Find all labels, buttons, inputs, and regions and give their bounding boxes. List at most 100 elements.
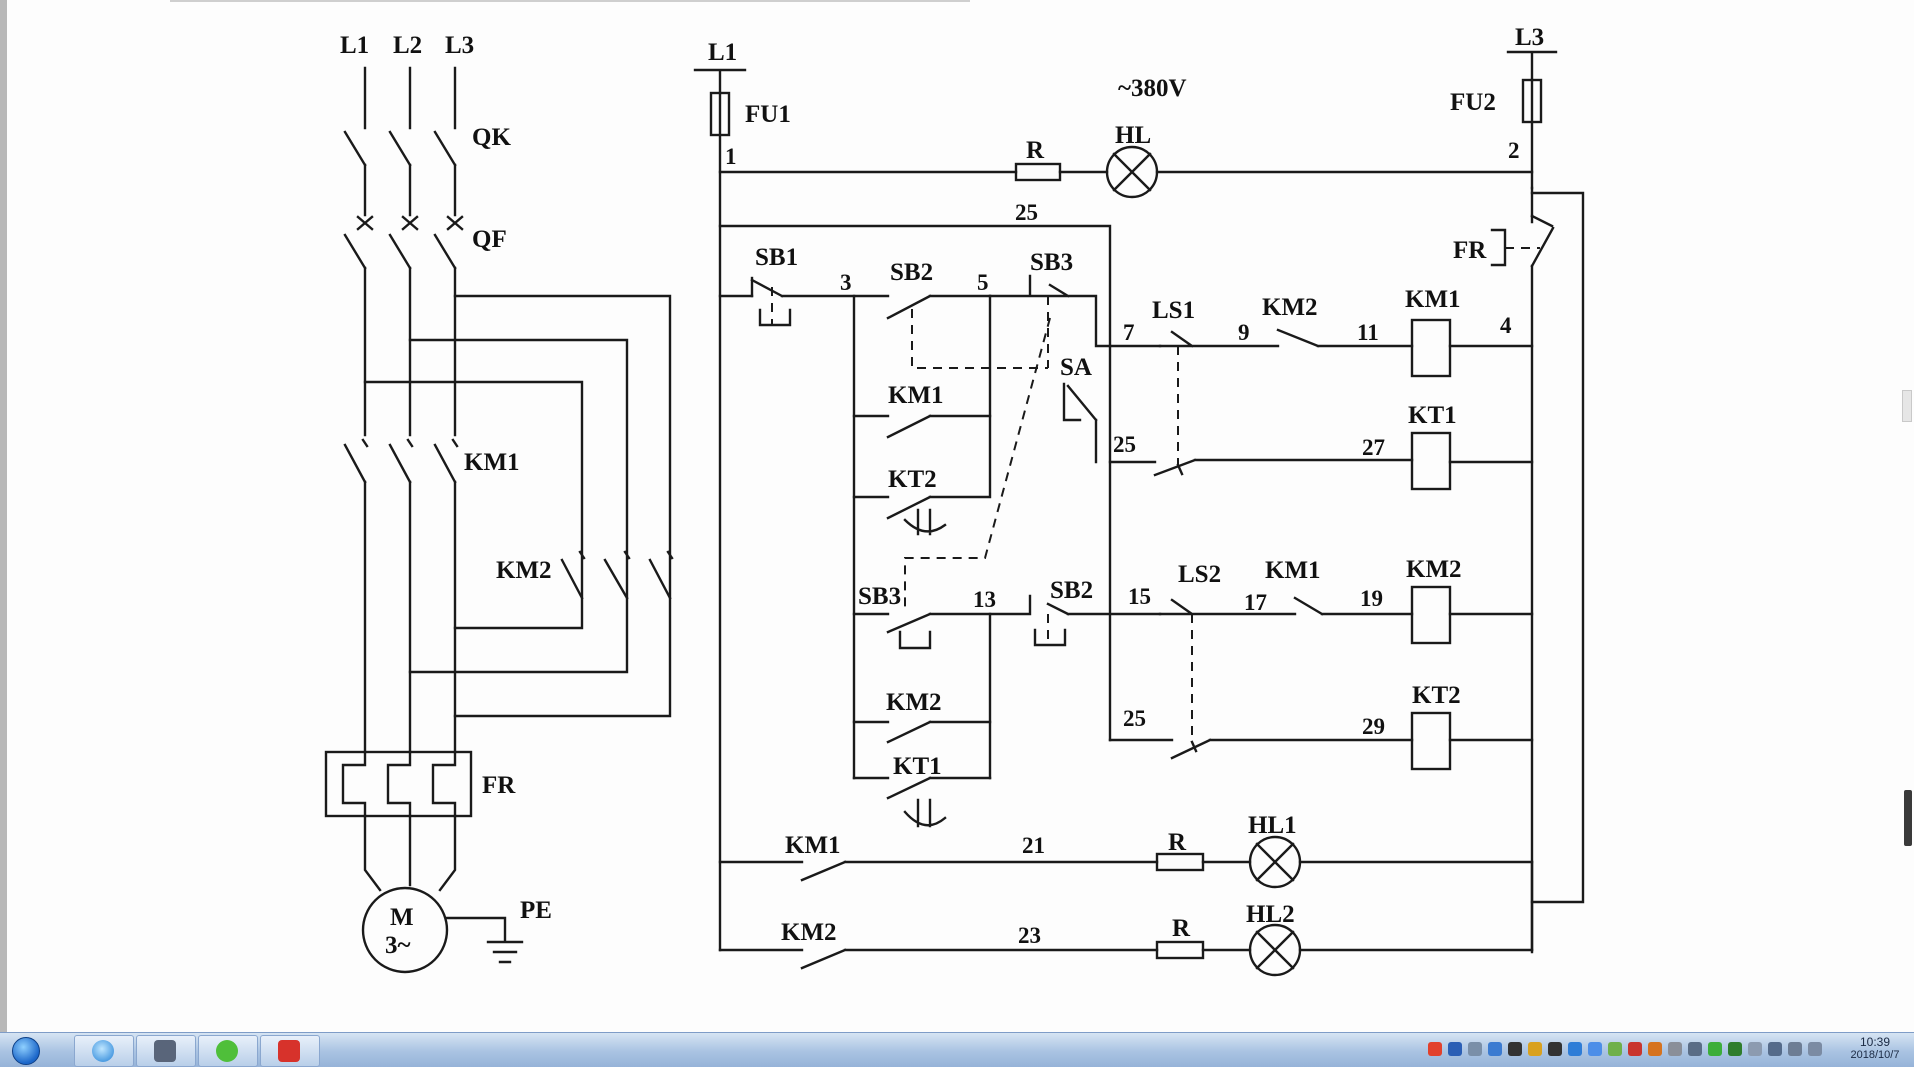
label-n3: 3 [840, 270, 852, 295]
scrollbar-thumb-top[interactable] [1902, 390, 1912, 422]
label-pe: PE [520, 897, 552, 924]
window-top-strip [170, 0, 970, 2]
label-km1-hold: KM1 [888, 382, 944, 409]
label-n11: 11 [1357, 320, 1379, 345]
label-n2: 2 [1508, 138, 1520, 163]
label-km2-nc-top: KM2 [1262, 294, 1318, 321]
label-r-hl2: R [1172, 915, 1191, 942]
label-hl1: HL1 [1248, 812, 1297, 839]
taskbar-clock[interactable]: 10:39 2018/10/7 [1840, 1033, 1910, 1067]
tray-nvidia-icon[interactable] [1728, 1042, 1742, 1056]
tray-network-icon[interactable] [1588, 1042, 1602, 1056]
tray-display-icon[interactable] [1748, 1042, 1762, 1056]
label-ls1: LS1 [1152, 297, 1195, 324]
label-ls2: LS2 [1178, 561, 1221, 588]
label-n25-top: 25 [1015, 200, 1038, 225]
label-n7: 7 [1123, 320, 1135, 345]
label-l3: L3 [445, 32, 474, 59]
label-fr-contact: FR [1453, 237, 1487, 264]
label-n23: 23 [1018, 923, 1041, 948]
label-n25-mid: 25 [1113, 432, 1136, 457]
power-circuit: L1 L2 L3 QK QF KM1 KM2 FR M 3~ PE [324, 32, 674, 974]
taskbar: 10:39 2018/10/7 [0, 1032, 1914, 1067]
label-qk: QK [472, 124, 511, 151]
label-n15: 15 [1128, 584, 1151, 609]
taskbar-app-wps[interactable] [260, 1035, 320, 1067]
label-km2: KM2 [496, 557, 552, 584]
taskbar-app-wechat[interactable] [198, 1035, 258, 1067]
tray-battery-icon[interactable] [1768, 1042, 1782, 1056]
tray-security-icon[interactable] [1488, 1042, 1502, 1056]
label-ctrl-l1: L1 [708, 39, 737, 66]
label-sb3-top: SB3 [1030, 249, 1073, 276]
tray-volume-icon[interactable] [1808, 1042, 1822, 1056]
tray-wechat-icon[interactable] [1708, 1042, 1722, 1056]
label-ctrl-l3: L3 [1515, 24, 1544, 51]
tray-updater-icon[interactable] [1648, 1042, 1662, 1056]
circuit-diagram: L1 L2 L3 QK QF KM1 KM2 FR M 3~ PE [324, 24, 1585, 977]
start-button[interactable] [6, 1035, 44, 1065]
taskbar-app-camera[interactable] [136, 1035, 196, 1067]
tray-app-icon[interactable] [1628, 1042, 1642, 1056]
label-n17: 17 [1244, 590, 1267, 615]
label-hl: HL [1115, 122, 1151, 149]
label-km1-coil: KM1 [1405, 286, 1461, 313]
label-sb2-top: SB2 [890, 259, 933, 286]
label-l2: L2 [393, 32, 422, 59]
label-km2-coil: KM2 [1406, 556, 1462, 583]
control-circuit: L1 L3 FU1 FU2 ~380V R HL 1 2 25 FR SB1 3… [693, 24, 1585, 977]
tray-camera-icon[interactable] [1688, 1042, 1702, 1056]
label-n9: 9 [1238, 320, 1250, 345]
camera-icon [154, 1040, 176, 1062]
label-kt2-contact: KT2 [888, 466, 937, 493]
label-sb3-low: SB3 [858, 583, 901, 610]
tray-monitor-icon[interactable] [1788, 1042, 1802, 1056]
clock-time: 10:39 [1859, 1035, 1891, 1049]
label-motor-m: M [390, 904, 414, 931]
label-n21: 21 [1022, 833, 1045, 858]
label-n1: 1 [725, 144, 737, 169]
label-r-top: R [1026, 137, 1045, 164]
tray-qq-icon[interactable] [1508, 1042, 1522, 1056]
label-l1: L1 [340, 32, 369, 59]
label-kt1-coil: KT1 [1408, 402, 1457, 429]
label-kt2-coil: KT2 [1412, 682, 1461, 709]
label-n5: 5 [977, 270, 989, 295]
tray-sogou-icon[interactable] [1428, 1042, 1442, 1056]
label-sa: SA [1060, 354, 1092, 381]
label-n13: 13 [973, 587, 996, 612]
label-km2-lamp: KM2 [781, 919, 837, 946]
label-n19: 19 [1360, 586, 1383, 611]
tray-help-icon[interactable] [1448, 1042, 1462, 1056]
tray-keyboard-icon[interactable] [1468, 1042, 1482, 1056]
wechat-icon [216, 1040, 238, 1062]
tray-chat-icon[interactable] [1528, 1042, 1542, 1056]
label-r-hl1: R [1168, 829, 1187, 856]
label-fr: FR [482, 772, 516, 799]
label-n4: 4 [1500, 313, 1512, 338]
clock-date: 2018/10/7 [1850, 1049, 1900, 1061]
label-km2-hold: KM2 [886, 689, 942, 716]
label-n25-low: 25 [1123, 706, 1146, 731]
system-tray [1420, 1039, 1840, 1061]
label-sb1: SB1 [755, 244, 798, 271]
label-fu2: FU2 [1450, 89, 1496, 116]
tray-usb-icon[interactable] [1668, 1042, 1682, 1056]
tray-shield-icon[interactable] [1568, 1042, 1582, 1056]
label-km1-lamp: KM1 [785, 832, 841, 859]
label-n27: 27 [1362, 435, 1385, 460]
label-fu1: FU1 [745, 101, 791, 128]
browser-icon [92, 1040, 114, 1062]
label-km1: KM1 [464, 449, 520, 476]
window-edge [0, 0, 7, 1032]
label-n29: 29 [1362, 714, 1385, 739]
tray-cloud-icon[interactable] [1608, 1042, 1622, 1056]
wps-icon [278, 1040, 300, 1062]
scrollbar-thumb[interactable] [1904, 790, 1912, 846]
taskbar-app-browser[interactable] [74, 1035, 134, 1067]
label-sb2-low: SB2 [1050, 577, 1093, 604]
label-km1-nc: KM1 [1265, 557, 1321, 584]
label-hl2: HL2 [1246, 901, 1295, 928]
tray-qq2-icon[interactable] [1548, 1042, 1562, 1056]
